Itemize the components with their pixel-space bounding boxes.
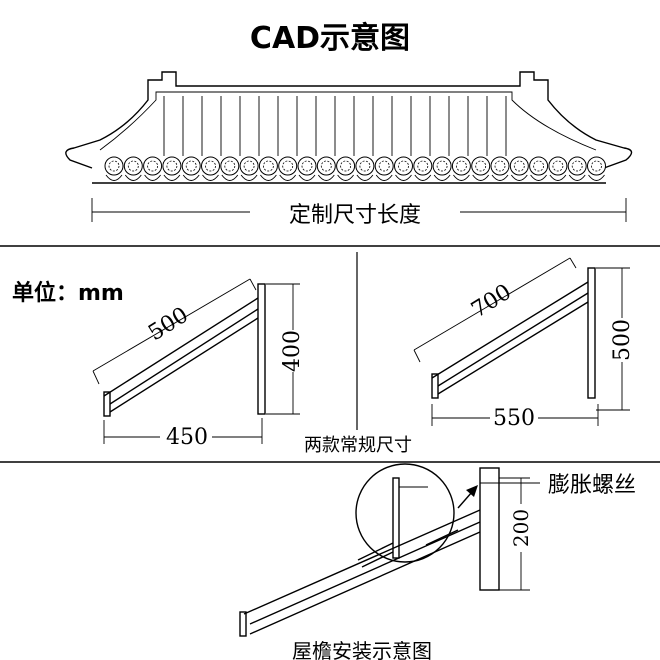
middle-caption: 两款常规尺寸 bbox=[304, 435, 412, 456]
tile-rosette bbox=[355, 156, 375, 181]
bolt-label: 膨胀螺丝 bbox=[548, 473, 636, 498]
tile-rosette bbox=[451, 156, 471, 181]
tile-rosette bbox=[123, 156, 143, 181]
tile-rosette bbox=[104, 156, 124, 181]
right-diagonal-dimension: 700 bbox=[467, 280, 516, 323]
tile-rosette bbox=[374, 156, 394, 181]
tile-rosette bbox=[143, 156, 163, 181]
left-horizontal-dimension: 450 bbox=[166, 425, 208, 450]
right-vertical-dimension: 500 bbox=[610, 319, 635, 361]
tile-rosette bbox=[471, 156, 491, 181]
tile-rosette bbox=[201, 156, 220, 181]
tile-rosette bbox=[162, 156, 182, 181]
length-dimension bbox=[91, 198, 627, 222]
tile-rosette bbox=[278, 156, 298, 181]
eave-illustration bbox=[65, 71, 633, 184]
tile-rosette bbox=[413, 156, 433, 181]
left-vertical-dimension: 400 bbox=[280, 330, 305, 372]
diagram-title: CAD示意图 bbox=[250, 21, 410, 56]
tile-rosette bbox=[567, 156, 587, 181]
tile-rosette bbox=[316, 156, 336, 181]
tile-rosette bbox=[587, 156, 606, 181]
tile-rosette bbox=[490, 156, 510, 181]
tile-rosette bbox=[529, 156, 549, 181]
tile-rosette bbox=[509, 156, 529, 181]
unit-label: 单位：mm bbox=[12, 280, 124, 306]
tile-rosette bbox=[181, 156, 201, 181]
left-diagonal-dimension: 500 bbox=[144, 303, 193, 346]
tile-rosette bbox=[548, 156, 568, 181]
tile-rosette bbox=[220, 156, 240, 181]
bracket-drawing-right bbox=[413, 257, 630, 426]
install-height-dimension: 200 bbox=[509, 509, 533, 547]
tile-rosette bbox=[336, 156, 356, 181]
tile-ridges bbox=[163, 96, 507, 156]
tile-rosette bbox=[432, 156, 452, 181]
length-label: 定制尺寸长度 bbox=[289, 203, 421, 228]
install-drawing bbox=[239, 463, 540, 637]
tile-rosette bbox=[258, 156, 278, 181]
install-caption: 屋檐安装示意图 bbox=[292, 639, 432, 660]
tile-rosette bbox=[297, 156, 317, 181]
tile-rosette bbox=[394, 156, 413, 181]
tile-rosette bbox=[239, 156, 259, 181]
right-horizontal-dimension: 550 bbox=[493, 406, 535, 431]
bracket-drawing-left bbox=[92, 278, 300, 444]
tile-ornaments bbox=[104, 156, 606, 181]
